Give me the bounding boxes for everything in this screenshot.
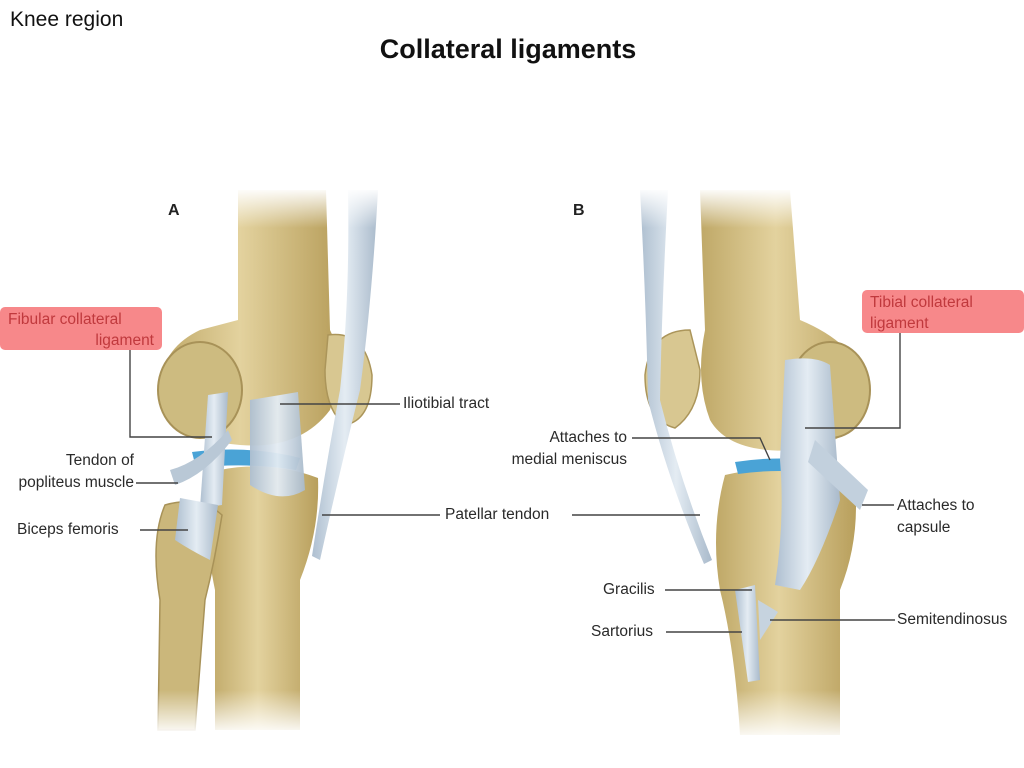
- attaches-capsule-label: Attaches to capsule: [897, 497, 975, 536]
- fibular-collateral-ligament-label: Fibular collateral ligament: [0, 307, 162, 350]
- sartorius-label: Sartorius: [591, 623, 654, 640]
- tibial-collateral-ligament-label: Tibial collateral ligament: [862, 290, 1024, 333]
- panel-b-knee: [630, 188, 880, 740]
- leader-lines: [129, 332, 901, 633]
- section-label: Knee region: [10, 8, 124, 31]
- iliotibial-tract: [312, 190, 378, 560]
- pes-anserinus: [735, 585, 760, 682]
- attaches-medial-meniscus-label: Attaches to medial meniscus: [511, 429, 627, 468]
- panel-a-knee: [140, 188, 390, 735]
- semitendinosus-label: Semitendinosus: [897, 611, 1008, 628]
- patellar-tendon-b: [640, 190, 712, 564]
- patellar-tendon-label: Patellar tendon: [445, 506, 550, 523]
- biceps-femoris-label: Biceps femoris: [17, 521, 119, 538]
- page-title: Collateral ligaments: [379, 34, 637, 64]
- gracilis-label: Gracilis: [603, 581, 655, 598]
- biceps-femoris-tendon: [175, 498, 218, 560]
- tibia-a: [208, 466, 319, 730]
- iliotibial-tract-label: Iliotibial tract: [403, 395, 490, 412]
- panel-b-letter: B: [573, 202, 585, 219]
- tibial-collateral-ligament: [775, 358, 840, 590]
- panel-a-letter: A: [168, 202, 180, 219]
- popliteus-tendon-label: Tendon of popliteus muscle: [18, 452, 134, 491]
